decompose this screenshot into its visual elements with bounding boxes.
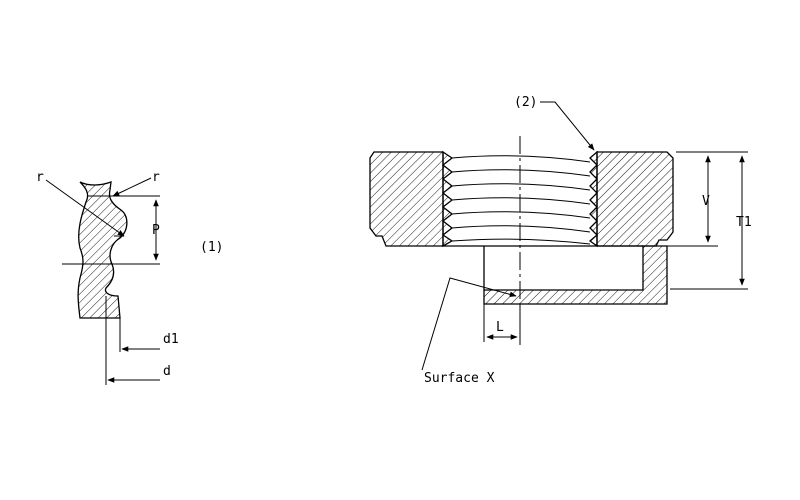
cap-bottom-cup <box>483 245 668 305</box>
d-label: d <box>163 364 171 379</box>
pitch-label: P <box>152 223 160 238</box>
detail-1-label: (1) <box>200 240 223 255</box>
surface-x-leader <box>421 277 517 371</box>
r-label-right: r <box>152 170 160 185</box>
r-label-left: r <box>36 170 44 185</box>
thread-profile-detail: r r P (1) d1 d <box>36 170 223 385</box>
cap-body-left <box>369 151 444 247</box>
v-label: V <box>702 194 710 209</box>
thread-teeth-left <box>441 150 454 248</box>
t1-label: T1 <box>736 215 752 230</box>
detail-2-label: (2) <box>514 95 537 110</box>
surface-x-label: Surface X <box>424 371 495 386</box>
l-label: L <box>496 320 504 335</box>
d1-label: d1 <box>163 332 179 347</box>
cap-body-right <box>596 151 674 247</box>
detail-2-leader <box>540 101 595 151</box>
thread-teeth-right <box>588 150 598 248</box>
thread-profile-section <box>77 181 128 319</box>
cap-section-detail: (2) V T1 L Surface X <box>369 95 752 386</box>
thread-crest-lines <box>451 155 591 245</box>
